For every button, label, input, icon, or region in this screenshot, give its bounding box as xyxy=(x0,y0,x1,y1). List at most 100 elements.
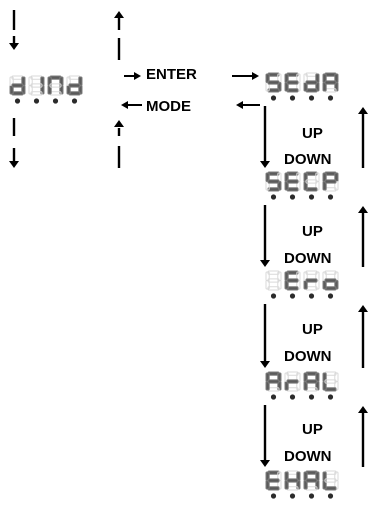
segment-g xyxy=(324,379,337,384)
decimal-dot xyxy=(308,293,315,299)
main-display xyxy=(9,75,83,104)
segment-d xyxy=(30,91,43,96)
decimal-dot xyxy=(270,194,277,200)
segment-d xyxy=(267,286,280,291)
decimal-dot xyxy=(308,194,315,200)
decimal-dot xyxy=(270,394,277,400)
menu-display-2 xyxy=(265,171,339,200)
decimal-dot xyxy=(289,394,296,400)
decimal-dot xyxy=(270,95,277,101)
segment-g xyxy=(324,80,337,85)
segment-g xyxy=(267,80,280,85)
digit-0 xyxy=(265,470,282,499)
decimal-dot xyxy=(14,98,21,104)
mode-arrow-right-head xyxy=(236,101,243,109)
menu-display-5 xyxy=(265,470,339,499)
segment-g xyxy=(324,278,337,283)
decimal-dot xyxy=(71,98,78,104)
up-arrow-head-4 xyxy=(358,406,368,413)
segment-d xyxy=(267,187,280,192)
segment-g xyxy=(267,478,280,483)
segment-g xyxy=(305,80,318,85)
decimal-dot xyxy=(308,95,315,101)
digit-0 xyxy=(265,72,282,101)
segment-g xyxy=(11,83,24,88)
segment-g xyxy=(267,179,280,184)
up-label-4: UP xyxy=(302,421,323,438)
decimal-dot xyxy=(289,95,296,101)
digit-2 xyxy=(303,470,320,499)
mode-arrow-left-head xyxy=(121,101,128,109)
digit-1 xyxy=(284,470,301,499)
arrow-left-top-head xyxy=(9,43,19,50)
digit-0 xyxy=(265,171,282,200)
down-arrow-head-2 xyxy=(260,260,270,267)
up-label-1: UP xyxy=(302,125,323,142)
digit-0 xyxy=(265,371,282,400)
segment-g xyxy=(286,278,299,283)
decimal-dot xyxy=(52,98,59,104)
menu-display-4 xyxy=(265,371,339,400)
decimal-dot xyxy=(289,194,296,200)
segment-g xyxy=(286,478,299,483)
segment-a xyxy=(286,371,299,376)
arrow-right-top-head xyxy=(114,11,124,18)
digit-1 xyxy=(284,270,301,299)
up-label-3: UP xyxy=(302,321,323,338)
digit-2 xyxy=(303,171,320,200)
down-label-1: DOWN xyxy=(284,151,332,168)
segment-a xyxy=(324,270,337,275)
decimal-dot xyxy=(270,293,277,299)
menu-display-1 xyxy=(265,72,339,101)
segment-g xyxy=(324,478,337,483)
digit-1 xyxy=(284,72,301,101)
decimal-dot xyxy=(327,293,334,299)
segment-g xyxy=(305,278,318,283)
segment-g xyxy=(286,379,299,384)
digit-1 xyxy=(284,171,301,200)
down-arrow-head-4 xyxy=(260,460,270,467)
digit-2 xyxy=(47,75,64,104)
up-arrow-head-3 xyxy=(358,305,368,312)
decimal-dot xyxy=(327,493,334,499)
segment-g xyxy=(324,179,337,184)
decimal-dot xyxy=(289,493,296,499)
digit-2 xyxy=(303,72,320,101)
enter-label: ENTER xyxy=(146,66,197,83)
digit-3 xyxy=(322,371,339,400)
down-label-3: DOWN xyxy=(284,348,332,365)
segment-g xyxy=(30,83,43,88)
segment-g xyxy=(305,379,318,384)
digit-3 xyxy=(66,75,83,104)
digit-3 xyxy=(322,270,339,299)
decimal-dot xyxy=(33,98,40,104)
arrow-right-bottom-head xyxy=(114,120,124,127)
digit-0 xyxy=(9,75,26,104)
decimal-dot xyxy=(289,293,296,299)
decimal-dot xyxy=(270,493,277,499)
segment-g xyxy=(68,83,81,88)
down-arrow-head-1 xyxy=(260,161,270,168)
digit-2 xyxy=(303,371,320,400)
digit-3 xyxy=(322,171,339,200)
up-arrow-head-2 xyxy=(358,206,368,213)
digit-0 xyxy=(265,270,282,299)
segment-g xyxy=(305,179,318,184)
digit-1 xyxy=(284,371,301,400)
decimal-dot xyxy=(308,394,315,400)
mode-label: MODE xyxy=(146,98,191,115)
segment-g xyxy=(267,278,280,283)
decimal-dot xyxy=(327,394,334,400)
digit-3 xyxy=(322,72,339,101)
segment-g xyxy=(49,83,62,88)
segment-g xyxy=(286,80,299,85)
decimal-dot xyxy=(327,95,334,101)
enter-arrow-right-head xyxy=(252,72,259,80)
decimal-dot xyxy=(308,493,315,499)
digit-2 xyxy=(303,270,320,299)
up-arrow-head-1 xyxy=(358,107,368,114)
segment-a xyxy=(305,270,318,275)
segment-g xyxy=(267,379,280,384)
